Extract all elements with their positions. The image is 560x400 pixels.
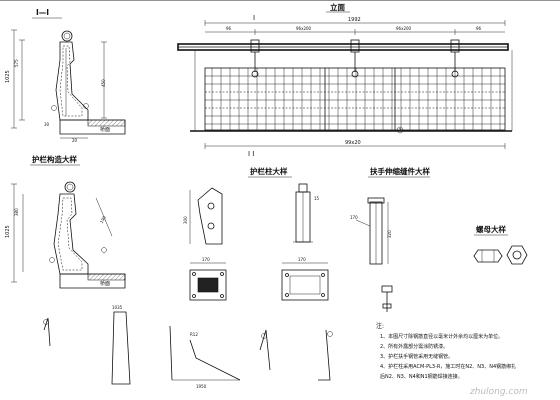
detail-190-dim: 190 bbox=[99, 215, 107, 225]
detail-380-dim: 380 bbox=[14, 208, 19, 216]
sleeve-title: 扶手伸缩缝件大样 bbox=[370, 166, 430, 176]
sleeve-dim: 170 bbox=[350, 215, 358, 220]
deck-label-2: 桥面 bbox=[100, 280, 110, 287]
nut-title: 螺母大样 bbox=[476, 224, 506, 234]
elevation-view: 立面 I 1992 96 96x200 96x200 96 bbox=[177, 2, 513, 158]
note-item-4: 4、护栏柱采用ACM-PL3-R，施工时在N2、N3、N4钢筋绑扎 bbox=[380, 363, 516, 370]
section-dim-30: 30 bbox=[44, 122, 50, 127]
section-dim-20: 20 bbox=[72, 138, 78, 143]
sleeve-len-dim: 320 bbox=[387, 230, 392, 238]
post-plate-dim: 170 bbox=[298, 257, 306, 262]
cut-mark-top: I bbox=[253, 14, 255, 22]
note-item-5: 后N2、N3、N4和N1钢筋焊接连接。 bbox=[380, 373, 463, 380]
notes-heading: 注: bbox=[376, 322, 384, 330]
rail-section-title: 护栏构造大样 bbox=[32, 154, 77, 164]
section-i-i-title: I—I bbox=[36, 8, 49, 17]
seg-left-dim: 96 bbox=[226, 26, 232, 31]
post-title: 护栏柱大样 bbox=[250, 166, 288, 176]
bottom-dim-b: 1950 bbox=[196, 384, 207, 389]
cut-mark-bottom: I I bbox=[248, 150, 254, 158]
sleeve-detail: 扶手伸缩缝件大样 320 170 bbox=[350, 166, 430, 312]
rail-section-detail: 护栏构造大样 桥面 1025 380 190 bbox=[5, 154, 126, 289]
section-lower-dim: 450 bbox=[101, 79, 106, 87]
post-height-dim: 300 bbox=[183, 216, 188, 224]
note-item-3: 3、护栏扶手钢管采用无缝钢管。 bbox=[380, 353, 453, 360]
section-height-dim: 1025 bbox=[5, 70, 11, 83]
vertical-rebar-grid bbox=[211, 68, 501, 130]
bottom-dim-a: 1035 bbox=[112, 305, 123, 310]
watermark: zhulong.com bbox=[469, 387, 528, 397]
callout-2: 2 bbox=[399, 128, 402, 133]
rebar-shapes: 1035 1950 R12 bbox=[43, 305, 333, 389]
detail-height-dim: 1025 bbox=[5, 225, 11, 238]
seg-mid2-dim: 96x200 bbox=[396, 26, 412, 31]
note-item-2: 2、所有外露部分需涂防锈漆。 bbox=[380, 343, 448, 350]
overall-top-dim: 1992 bbox=[348, 17, 361, 23]
post-small-dim: 15 bbox=[314, 196, 320, 201]
elevation-title: 立面 bbox=[330, 2, 345, 12]
nut-detail: 螺母大样 bbox=[473, 224, 528, 265]
post-detail: 护栏柱大样 300 15 170 170 bbox=[183, 166, 329, 301]
note-item-1: 1、本图尺寸除钢筋直径以毫米计外余均以厘米为单位。 bbox=[380, 333, 503, 340]
seg-mid1-dim: 96x200 bbox=[296, 26, 312, 31]
post-width-dim: 170 bbox=[202, 257, 210, 262]
deck-label-1: 桥面 bbox=[100, 126, 110, 133]
section-i-i: I—I 1025 575 桥面 450 30 20 bbox=[5, 8, 126, 143]
bottom-radius: R12 bbox=[190, 332, 198, 337]
seg-right-dim: 96 bbox=[476, 26, 482, 31]
section-upper-dim: 575 bbox=[14, 59, 19, 67]
overall-bottom-dim: 99x20 bbox=[345, 140, 361, 146]
notes-block: 注: 1、本图尺寸除钢筋直径以毫米计外余均以厘米为单位。 2、所有外露部分需涂防… bbox=[376, 322, 516, 380]
